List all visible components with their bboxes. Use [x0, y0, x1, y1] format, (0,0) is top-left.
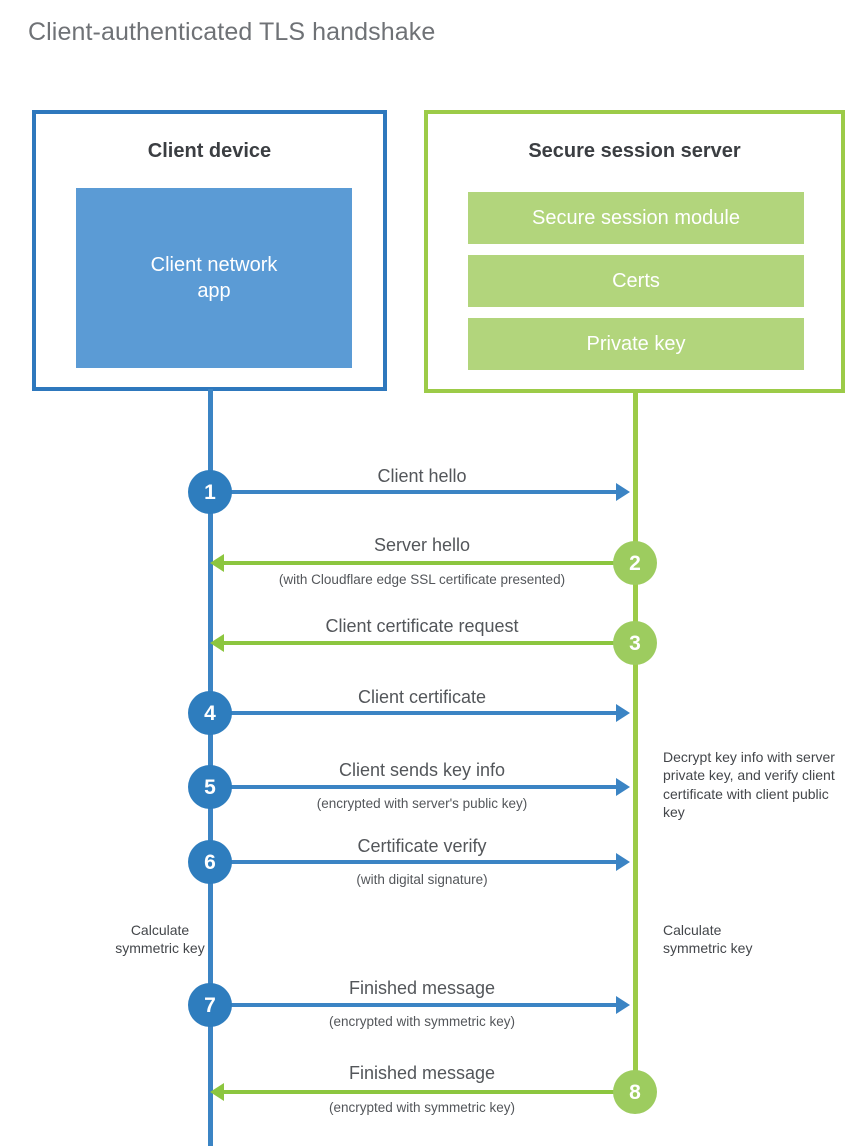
step-3-arrow-line	[224, 641, 616, 645]
step-5-sublabel: (encrypted with server's public key)	[316, 796, 528, 811]
page-title: Client-authenticated TLS handshake	[28, 18, 436, 46]
step-5-label: Client sends key info	[338, 760, 506, 780]
secure-session-server-box: Secure session server Secure session mod…	[424, 110, 845, 393]
step-2-label: Server hello	[373, 535, 471, 555]
server-module-private-key: Private key	[468, 318, 804, 370]
step-4-circle[interactable]: 4	[188, 691, 232, 735]
step-5-arrow-line	[228, 785, 616, 789]
step-1-label: Client hello	[377, 466, 467, 486]
step-2-circle[interactable]: 2	[613, 541, 657, 585]
secure-session-server-title: Secure session server	[528, 140, 741, 162]
step-5-arrow-head	[616, 778, 630, 796]
step-2-arrow-line	[224, 561, 616, 565]
step-6-arrow-head	[616, 853, 630, 871]
step-8-arrow-line	[224, 1090, 616, 1094]
step-7-arrow-head	[616, 996, 630, 1014]
client-device-title: Client device	[147, 140, 272, 162]
server-decrypt-note: Decrypt key info with server private key…	[663, 749, 835, 821]
step-8-sublabel: (encrypted with symmetric key)	[328, 1100, 516, 1115]
step-8-arrow-head	[210, 1083, 224, 1101]
step-7-label: Finished message	[348, 978, 496, 998]
step-7-sublabel: (encrypted with symmetric key)	[328, 1014, 516, 1029]
step-4-arrow-line	[228, 711, 616, 715]
server-module-certs: Certs	[468, 255, 804, 307]
step-4-label: Client certificate	[357, 687, 487, 707]
step-2-sublabel: (with Cloudflare edge SSL certificate pr…	[278, 572, 566, 587]
step-3-label: Client certificate request	[325, 616, 519, 636]
step-6-sublabel: (with digital signature)	[356, 872, 488, 887]
step-4-arrow-head	[616, 704, 630, 722]
server-lifeline	[633, 391, 638, 1102]
step-8-circle[interactable]: 8	[613, 1070, 657, 1114]
step-7-circle[interactable]: 7	[188, 983, 232, 1027]
step-3-circle[interactable]: 3	[613, 621, 657, 665]
server-module-secure-session-module: Secure session module	[468, 192, 804, 244]
step-1-arrow-head	[616, 483, 630, 501]
step-5-circle[interactable]: 5	[188, 765, 232, 809]
step-1-circle[interactable]: 1	[188, 470, 232, 514]
step-8-label: Finished message	[348, 1063, 496, 1083]
step-6-circle[interactable]: 6	[188, 840, 232, 884]
step-1-arrow-line	[228, 490, 616, 494]
step-3-arrow-head	[210, 634, 224, 652]
step-7-arrow-line	[228, 1003, 616, 1007]
step-6-arrow-line	[228, 860, 616, 864]
step-2-arrow-head	[210, 554, 224, 572]
step-6-label: Certificate verify	[357, 836, 487, 856]
